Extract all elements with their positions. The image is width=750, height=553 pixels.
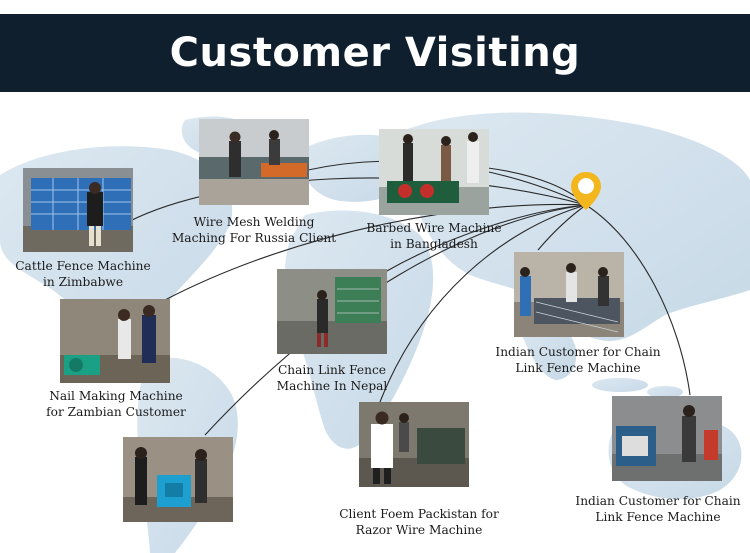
caption-line: Cattle Fence Machine (15, 259, 151, 273)
caption-pakistan: Client Foem Packistan for Razor Wire Mac… (324, 506, 514, 538)
caption-line: Client Foem Packistan for (339, 507, 499, 521)
visit-photo-india2 (612, 396, 722, 481)
route-line-zambia (164, 203, 587, 301)
route-line-zimbabwe (127, 177, 587, 223)
caption-line: Razor Wire Machine (355, 523, 483, 537)
route-line-nepal (384, 204, 587, 273)
caption-zambia: Nail Making Machine for Zambian Customer (35, 388, 197, 420)
caption-nepal: Chain Link Fence Machine In Nepal (262, 362, 402, 394)
caption-line: Nail Making Machine (49, 389, 183, 403)
caption-bangladesh: Barbed Wire Machine in Bangladesh (358, 220, 510, 252)
route-line-india1 (537, 204, 587, 251)
visit-photo-india1 (514, 252, 624, 337)
caption-india1: Indian Customer for Chain Link Fence Mac… (488, 344, 668, 376)
caption-line: Barbed Wire Machine (366, 221, 502, 235)
caption-line: Link Fence Machine (595, 510, 721, 524)
visit-photo-pakistan (359, 402, 469, 487)
route-line-pakistan (379, 204, 587, 403)
page-title: Customer Visiting (169, 30, 581, 76)
caption-line: Chain Link Fence (277, 363, 387, 377)
caption-line: in Zimbabwe (42, 275, 124, 289)
caption-line: in Bangladesh (390, 237, 478, 251)
route-line-india2 (585, 204, 691, 396)
caption-india2: Indian Customer for Chain Link Fence Mac… (566, 493, 750, 525)
visit-photo-zimbabwe (23, 168, 133, 252)
caption-line: Indian Customer for Chain (495, 345, 661, 359)
caption-line: Maching For Russia Client (171, 231, 337, 245)
route-line-tanzania (204, 204, 587, 436)
caption-russia: Wire Mesh Welding Maching For Russia Cli… (165, 214, 343, 246)
caption-line: Indian Customer for Chain (575, 494, 741, 508)
visit-photo-zambia (60, 299, 170, 383)
caption-line: Wire Mesh Welding (193, 215, 315, 229)
caption-zimbabwe: Cattle Fence Machine in Zimbabwe (10, 258, 156, 290)
visit-photo-bangladesh (379, 129, 489, 215)
visit-photo-nepal (277, 269, 387, 354)
location-pin-icon (571, 172, 601, 210)
caption-line: Machine In Nepal (276, 379, 388, 393)
caption-line: Link Fence Machine (515, 361, 641, 375)
visit-photo-russia (199, 119, 309, 205)
header-banner (0, 14, 750, 92)
caption-line: for Zambian Customer (46, 405, 186, 419)
visit-photo-tanzania (123, 437, 233, 522)
